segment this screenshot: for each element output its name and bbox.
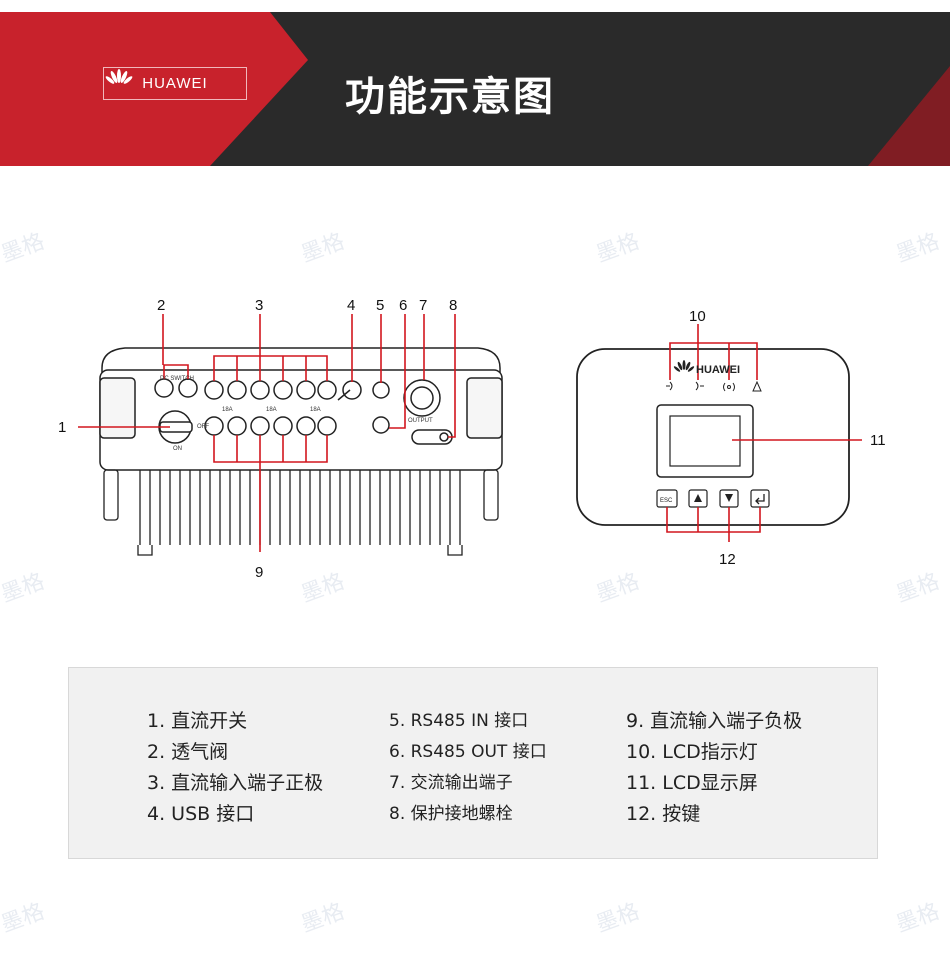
legend-item: 8. 保护接地螺栓 — [389, 804, 513, 824]
callout-number: 6 — [399, 297, 407, 314]
callout-number: 4 — [347, 297, 355, 314]
huawei-logo: HUAWEI — [103, 67, 247, 100]
page-title: 功能示意图 — [345, 74, 555, 120]
panel-huawei-logo — [673, 360, 695, 372]
callout-number: 8 — [449, 297, 457, 314]
legend-item: 6. RS485 OUT 接口 — [389, 742, 547, 762]
callout-number: 2 — [157, 297, 165, 314]
watermark: 墨格 — [297, 899, 348, 938]
callout-number: 9 — [255, 564, 263, 581]
legend-column-1: 1. 直流开关 2. 透气阀 3. 直流输入端子正极 4. USB 接口 — [147, 706, 323, 830]
legend-column-3: 9. 直流输入端子负极 10. LCD指示灯 11. LCD显示屏 12. 按键 — [626, 706, 802, 830]
legend-item: 10. LCD指示灯 — [626, 741, 758, 763]
enter-icon — [755, 494, 765, 505]
rating-label: 18A — [310, 407, 321, 413]
legend-item: 5. RS485 IN 接口 — [389, 711, 529, 731]
esc-button-label: ESC — [660, 498, 673, 504]
rating-label: 18A — [266, 407, 277, 413]
diagram-drawing: DC SWITCH OFF ON 18A 18A 18A OUTPUT HUAW… — [58, 297, 886, 581]
callout-number: 3 — [255, 297, 263, 314]
inverter-bottom-view — [99, 347, 503, 556]
callout-number: 7 — [419, 297, 427, 314]
brand-name: HUAWEI — [142, 75, 208, 92]
legend-box: 1. 直流开关 2. 透气阀 3. 直流输入端子正极 4. USB 接口 5. … — [68, 667, 878, 859]
watermark: 墨格 — [0, 899, 48, 938]
legend-item: 4. USB 接口 — [147, 803, 255, 825]
lcd-panel-view — [576, 348, 850, 526]
callout-number: 11 — [870, 432, 886, 449]
header-banner: HUAWEI 功能示意图 — [0, 12, 950, 166]
callout-number: 5 — [376, 297, 384, 314]
watermark: 墨格 — [892, 229, 943, 268]
down-arrow-icon — [725, 494, 733, 502]
legend-item: 2. 透气阀 — [147, 741, 229, 763]
legend-item: 11. LCD显示屏 — [626, 772, 758, 794]
legend-item: 3. 直流输入端子正极 — [147, 772, 324, 794]
watermark: 墨格 — [297, 229, 348, 268]
rating-label: 18A — [222, 407, 233, 413]
on-label: ON — [173, 446, 182, 452]
indicator-icons — [666, 380, 762, 392]
dc-switch-label: DC SWITCH — [160, 376, 194, 382]
function-diagram: DC SWITCH OFF ON 18A 18A 18A OUTPUT HUAW… — [0, 290, 950, 590]
watermark: 墨格 — [592, 899, 643, 938]
watermark: 墨格 — [0, 229, 48, 268]
off-label: OFF — [197, 424, 209, 430]
watermark: 墨格 — [892, 899, 943, 938]
banner-background — [0, 12, 950, 166]
callout-lines-left — [78, 314, 456, 552]
huawei-petal-icon — [105, 69, 133, 84]
output-label: OUTPUT — [408, 418, 433, 424]
callout-number: 1 — [58, 419, 66, 436]
callout-number: 12 — [719, 551, 736, 568]
legend-item: 9. 直流输入端子负极 — [626, 710, 803, 732]
legend-column-2: 5. RS485 IN 接口 6. RS485 OUT 接口 7. 交流输出端子… — [389, 706, 547, 830]
callout-lines-right — [666, 324, 862, 542]
legend-item: 7. 交流输出端子 — [389, 773, 513, 793]
legend-item: 12. 按键 — [626, 803, 701, 825]
panel-brand-label: HUAWEI — [696, 364, 740, 376]
legend-item: 1. 直流开关 — [147, 710, 248, 732]
up-arrow-icon — [694, 494, 702, 502]
callout-number: 10 — [689, 308, 706, 325]
watermark: 墨格 — [592, 229, 643, 268]
